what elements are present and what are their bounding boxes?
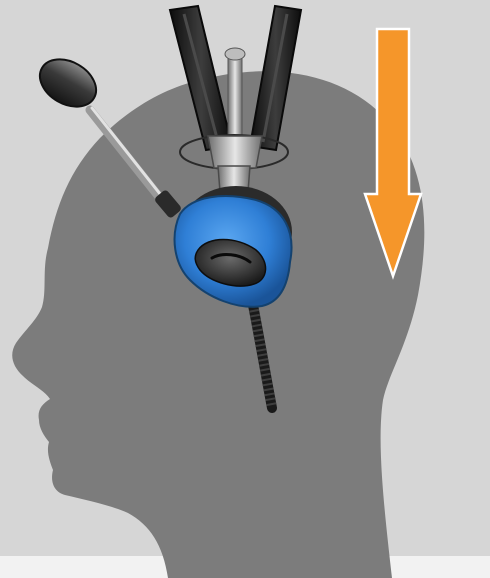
- rod-cap: [225, 48, 245, 60]
- pivot-block: [208, 136, 262, 168]
